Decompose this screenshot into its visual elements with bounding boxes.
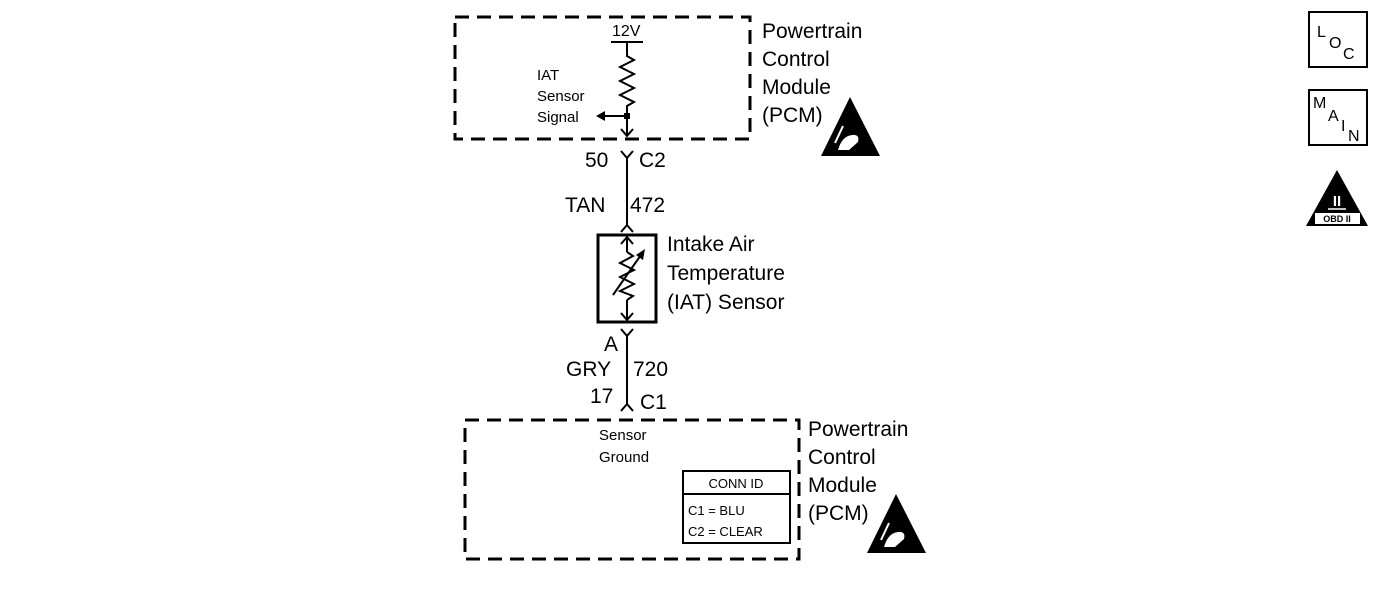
pcm-bottom-title-1: Powertrain — [808, 418, 908, 441]
pcm-top-title-2: Control — [762, 48, 830, 71]
esd-warning-icon — [821, 97, 880, 156]
pull-up-resistor — [617, 52, 637, 116]
svg-text:I: I — [1341, 118, 1345, 135]
svg-text:M: M — [1313, 95, 1326, 112]
conn-id-header: CONN ID — [709, 476, 764, 491]
conn-id-row-2: C2 = CLEAR — [688, 524, 763, 539]
thermistor-symbol — [612, 235, 645, 322]
iat-label-2: Temperature — [667, 262, 785, 285]
voltage-label: 12V — [612, 23, 641, 40]
pcm-bottom-box — [463, 418, 801, 561]
c2-pin-number: 50 — [585, 149, 608, 172]
c2-female-terminal — [620, 150, 634, 160]
svg-text:N: N — [1348, 128, 1360, 145]
svg-text:L: L — [1317, 24, 1326, 41]
conn-id-row-1: C1 = BLU — [688, 503, 745, 518]
signal-arrow-down — [620, 128, 634, 138]
ground-label-2: Ground — [599, 449, 649, 466]
iat-label-1: Intake Air — [667, 233, 755, 256]
pcm-top-box — [453, 15, 752, 141]
pcm-bottom-title-2: Control — [808, 446, 876, 469]
c1-pin-number: 17 — [590, 385, 613, 408]
conn-id-table: CONN ID C1 = BLU C2 = CLEAR — [682, 470, 791, 544]
tan-wire-color: TAN — [565, 194, 605, 217]
pcm-bottom-title-4: (PCM) — [808, 502, 869, 525]
sensor-pin-a-terminal — [620, 328, 634, 338]
c2-connector-label: C2 — [639, 149, 666, 172]
signal-label-2: Sensor — [537, 88, 585, 105]
loc-icon[interactable]: L O C — [1308, 11, 1368, 68]
gry-wire-circuit: 720 — [633, 358, 668, 381]
svg-text:O: O — [1329, 35, 1341, 52]
sensor-pin-a: A — [604, 333, 618, 356]
svg-text:C: C — [1343, 46, 1355, 63]
pcm-top-title-3: Module — [762, 76, 831, 99]
gry-wire-color: GRY — [566, 358, 611, 381]
signal-label-1: IAT — [537, 67, 559, 84]
svg-text:II: II — [1333, 193, 1341, 210]
pcm-top-title-1: Powertrain — [762, 20, 862, 43]
svg-text:OBD II: OBD II — [1323, 214, 1351, 224]
pcm-top-title-4: (PCM) — [762, 104, 823, 127]
signal-arrow-left — [596, 111, 605, 121]
iat-label-3: (IAT) Sensor — [667, 291, 784, 314]
signal-label-3: Signal — [537, 109, 579, 126]
pcm-bottom-title-3: Module — [808, 474, 877, 497]
svg-text:A: A — [1328, 108, 1339, 125]
tan-wire-circuit: 472 — [630, 194, 665, 217]
sensor-top-terminal — [620, 223, 634, 233]
obd-ii-icon[interactable]: II OBD II — [1306, 170, 1368, 226]
c1-connector-label: C1 — [640, 391, 667, 414]
main-icon[interactable]: M A I N — [1308, 89, 1368, 146]
iat-sensor-body — [596, 233, 658, 324]
esd-warning-icon — [867, 494, 926, 553]
c1-female-terminal — [620, 402, 634, 412]
ground-label-1: Sensor — [599, 427, 647, 444]
